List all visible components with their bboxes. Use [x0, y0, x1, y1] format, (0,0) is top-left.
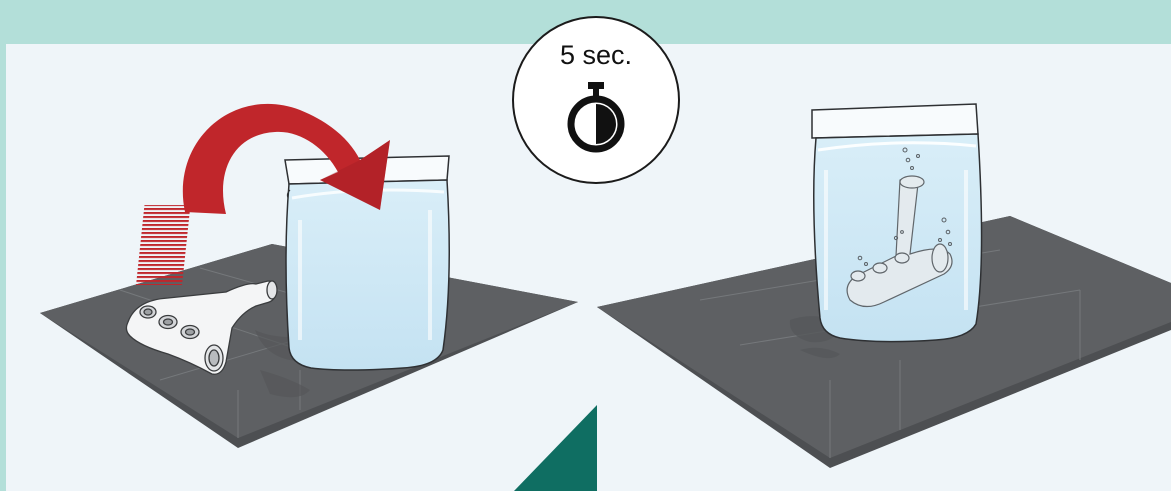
- stopwatch-icon: [564, 82, 628, 154]
- step-1-illustration: [40, 104, 578, 448]
- timer-badge: 5 sec.: [512, 16, 680, 184]
- step-2-illustration: [597, 104, 1171, 468]
- accent-triangle: [514, 405, 597, 491]
- timer-label: 5 sec.: [514, 40, 678, 71]
- water-container-icon: [812, 104, 982, 342]
